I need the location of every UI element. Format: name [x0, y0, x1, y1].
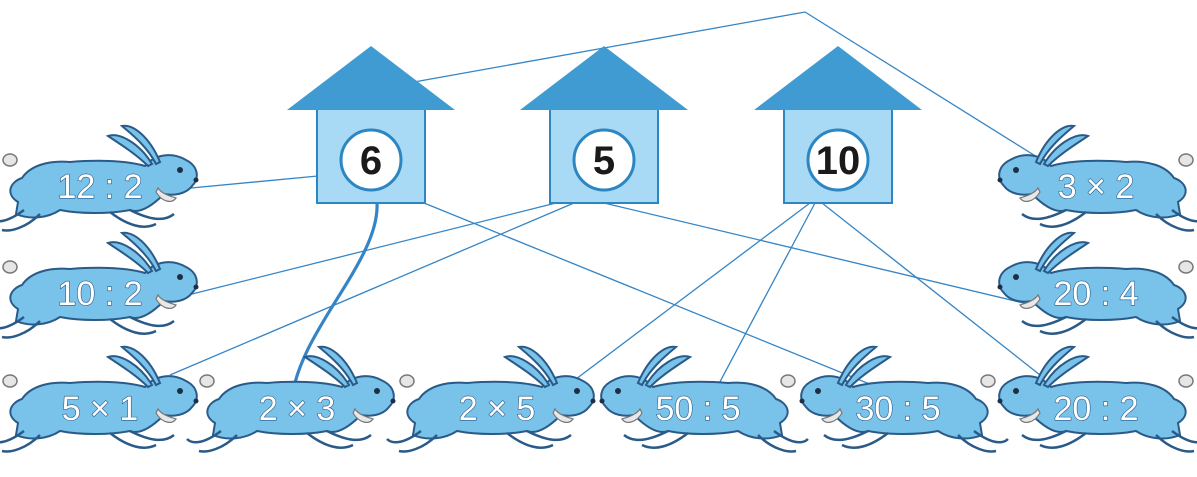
- rabbit-10div2[interactable]: 10 : 2: [0, 231, 200, 339]
- house-roof: [287, 46, 455, 110]
- rabbit-expression: 10 : 2: [57, 275, 142, 313]
- house-number-circle: [572, 128, 636, 192]
- house-roof: [520, 46, 688, 110]
- rabbit-5x1[interactable]: 5 × 1: [0, 345, 200, 453]
- house-number: 6: [360, 139, 382, 183]
- rabbit-expression: 50 : 5: [655, 390, 740, 428]
- rabbit-20div2[interactable]: 20 : 2: [996, 345, 1197, 453]
- rabbit-3x2[interactable]: 3 × 2: [996, 124, 1197, 232]
- house-roof: [754, 46, 922, 110]
- connection-line-house-5-r-10div2: [167, 202, 557, 301]
- rabbit-expression: 20 : 4: [1053, 275, 1138, 313]
- rabbits: 12 : 2 10 : 2 5 × 1 2 × 3 2 × 5 50 : 5 30 : 5 2…: [0, 124, 1197, 453]
- connection-line-house-5-r-20div4: [603, 202, 1033, 306]
- connection-lines: [167, 11, 1046, 399]
- rabbit-expression: 30 : 5: [855, 390, 940, 428]
- houses: 6 5 10: [287, 46, 922, 204]
- connection-line-house-6-r-3x2: [413, 11, 1046, 163]
- house-6: 6: [287, 46, 455, 204]
- connection-line-house-5-r-5x1: [169, 202, 575, 376]
- connection-line-house-10-r-20div2: [821, 202, 1041, 376]
- house-number: 10: [816, 139, 861, 183]
- house-number-circle: [339, 128, 403, 192]
- rabbit-30div5[interactable]: 30 : 5: [798, 345, 1010, 453]
- rabbit-expression: 12 : 2: [57, 168, 142, 206]
- rabbit-expression: 2 × 5: [459, 390, 536, 428]
- rabbit-expression: 20 : 2: [1053, 390, 1138, 428]
- rabbit-expression: 2 × 3: [259, 390, 336, 428]
- connection-line-house-6-r-2x3: [290, 202, 379, 399]
- rabbit-2x3[interactable]: 2 × 3: [185, 345, 397, 453]
- rabbit-50div5[interactable]: 50 : 5: [598, 345, 810, 453]
- rabbit-2x5[interactable]: 2 × 5: [385, 345, 597, 453]
- rabbit-12div2[interactable]: 12 : 2: [0, 124, 200, 232]
- house-5: 5: [520, 46, 688, 204]
- rabbit-20div4[interactable]: 20 : 4: [996, 231, 1197, 339]
- connection-line-house-10-r-50div5: [713, 202, 816, 394]
- rabbit-expression: 3 × 2: [1058, 168, 1135, 206]
- house-number-circle: [806, 128, 870, 192]
- house-10: 10: [754, 46, 922, 204]
- rabbit-expression: 5 × 1: [62, 390, 139, 428]
- connection-line-house-6-r-30div5: [423, 202, 873, 386]
- house-number: 5: [593, 139, 615, 183]
- connection-line-house-10-r-2x5: [571, 202, 811, 383]
- connection-line-house-6-r-12div2: [169, 175, 319, 191]
